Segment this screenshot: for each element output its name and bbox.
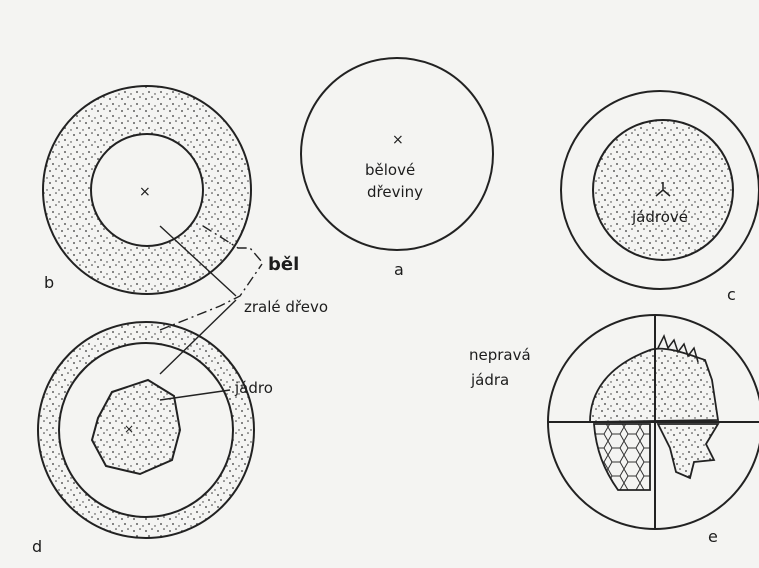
label-d: d <box>32 537 42 556</box>
label-zrale-drevo: zralé dřevo <box>244 298 328 316</box>
label-belove: bělové <box>365 161 415 179</box>
pith-marker-d: × <box>124 422 134 436</box>
diagram-c: jádrové c <box>561 91 759 304</box>
label-e: e <box>708 527 718 546</box>
label-jadrove: jádrové <box>631 208 688 226</box>
label-b: b <box>44 273 54 292</box>
diagram-a: × bělové dřeviny a <box>301 58 493 279</box>
label-neprava: nepravá <box>469 346 531 364</box>
label-a: a <box>394 260 404 279</box>
diagram-b: × b <box>43 86 251 294</box>
diagram-d: × d <box>32 322 254 556</box>
pith-marker-a: × <box>392 132 404 148</box>
label-bel: běl <box>268 254 299 275</box>
label-dreviny: dřeviny <box>367 183 423 201</box>
sapwood-tree-a <box>301 58 493 250</box>
pith-marker-b: × <box>139 184 151 200</box>
label-jadra: jádra <box>470 371 509 389</box>
diagram-e: nepravá jádra e <box>469 315 759 546</box>
label-jadro: jádro <box>234 379 273 397</box>
label-c: c <box>727 285 736 304</box>
